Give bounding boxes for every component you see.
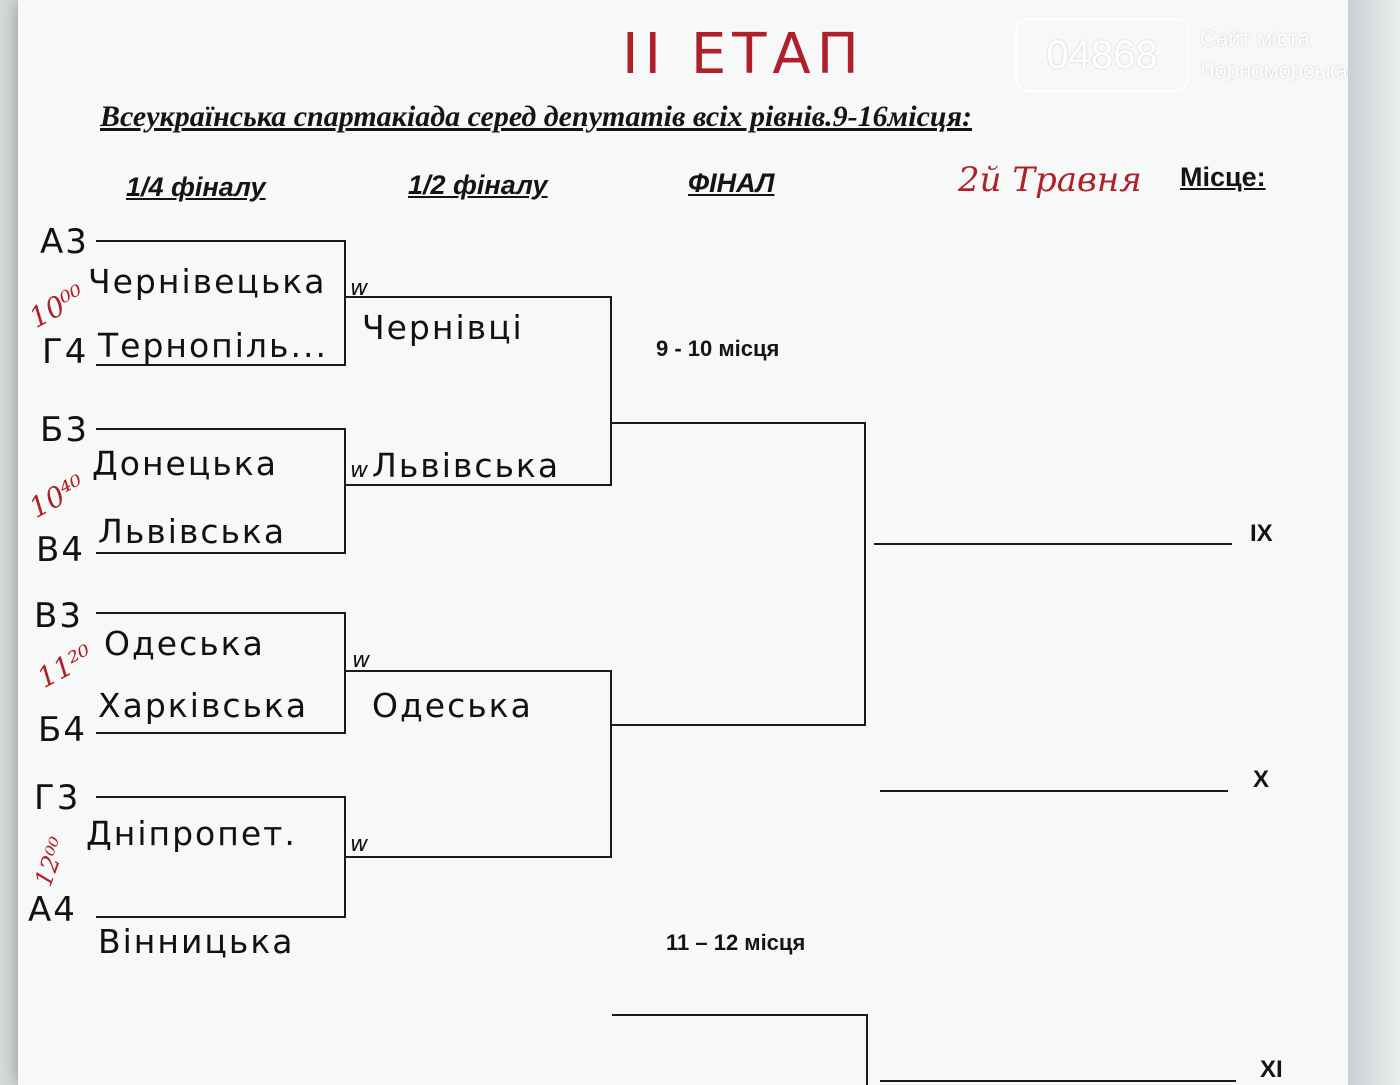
bracket-line <box>612 724 866 726</box>
winner-mark: w <box>352 648 372 673</box>
bracket-line <box>96 916 346 918</box>
bracket-line <box>346 670 612 672</box>
team-name: Харківська <box>98 686 309 725</box>
bracket-line <box>864 422 866 726</box>
place-line <box>880 790 1228 792</box>
bracket-line <box>610 670 612 858</box>
team-name: Одеська <box>104 624 265 663</box>
bracket-line <box>612 1014 868 1016</box>
bracket-sheet <box>18 0 1348 1085</box>
team-name: Тернопіль... <box>98 326 328 365</box>
team-name: Львівська <box>98 512 287 551</box>
site-logo-line2: Чорноморська <box>1200 58 1348 83</box>
seed-label: Г4 <box>42 332 89 372</box>
team-name: Донецька <box>92 444 278 483</box>
bracket-line <box>344 612 346 734</box>
background-edge <box>1348 0 1400 1085</box>
seed-label: Г3 <box>34 778 81 818</box>
bracket-line <box>96 364 346 366</box>
place-label: IX <box>1250 520 1273 547</box>
team-name: Дніпропет. <box>86 814 297 853</box>
team-name: Чернівецька <box>88 262 327 301</box>
bracket-line <box>96 796 346 798</box>
column-place: Місце: <box>1180 162 1266 192</box>
column-final: ФІНАЛ <box>688 168 775 198</box>
bracket-line <box>346 296 612 298</box>
place-label: X <box>1253 766 1270 793</box>
bracket-line <box>346 484 612 486</box>
bracket-line <box>344 428 346 554</box>
seed-label: А4 <box>28 890 77 930</box>
seed-label: Б4 <box>38 710 87 750</box>
bracket-line <box>346 856 612 858</box>
date-note: 2й Травня <box>958 160 1142 200</box>
bracket-line <box>96 240 346 242</box>
seed-label: Б3 <box>40 410 89 450</box>
page-heading: Всеукраїнська спартакіада серед депутаті… <box>100 100 973 133</box>
seed-label: А3 <box>40 222 89 262</box>
final-label-9-10: 9 - 10 місця <box>656 336 780 361</box>
bracket-line <box>96 732 346 734</box>
column-semi-final: 1/2 фіналу <box>408 170 548 200</box>
seed-label: В3 <box>34 596 83 636</box>
final-label-11-12: 11 – 12 місця <box>666 930 806 955</box>
column-quarter-final: 1/4 фіналу <box>126 172 266 202</box>
team-name: Вінницька <box>98 922 295 961</box>
bracket-line <box>96 428 346 430</box>
winner-mark: w <box>350 832 370 857</box>
stage-title: ІІ ЕТАП <box>622 22 865 87</box>
background-edge <box>0 0 18 1085</box>
bracket-line <box>96 612 346 614</box>
semi-final-team: Чернівці <box>362 308 524 347</box>
place-line <box>874 543 1232 545</box>
semi-final-team: Одеська <box>372 686 533 725</box>
bracket-line <box>612 422 866 424</box>
bracket-line <box>344 796 346 918</box>
bracket-line <box>344 240 346 366</box>
site-logo: 04868 <box>1015 18 1189 92</box>
place-label: XI <box>1260 1056 1283 1083</box>
bracket-line <box>96 552 346 554</box>
place-line <box>880 1080 1236 1082</box>
seed-label: В4 <box>36 530 85 570</box>
winner-mark: w <box>350 458 370 483</box>
bracket-line <box>866 1014 868 1085</box>
site-logo-line1: Сайт міста <box>1200 26 1310 51</box>
semi-final-team: Львівська <box>372 446 561 485</box>
winner-mark: w <box>350 276 370 301</box>
bracket-line <box>610 296 612 486</box>
